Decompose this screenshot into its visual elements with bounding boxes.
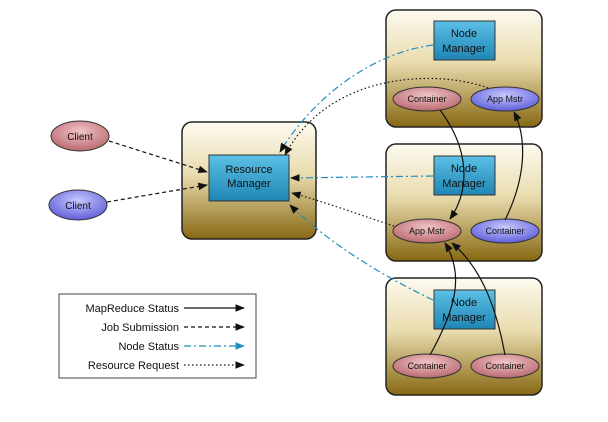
legend-label-resource-request: Resource Request xyxy=(88,360,179,372)
node-box-1: Node Manager Container App Mstr xyxy=(385,9,543,128)
mapreduce-status-arrow xyxy=(451,242,506,356)
node-3-right-ellipse-label: Container xyxy=(485,361,524,371)
container-ellipse xyxy=(392,353,462,379)
node-box-2: Node Manager App Mstr Container xyxy=(385,143,543,262)
resource-manager-node xyxy=(208,154,290,202)
node-manager-3-label-2: Manager xyxy=(442,312,486,324)
node-status-arrow xyxy=(290,174,434,182)
client-node xyxy=(50,120,110,152)
node-manager-1 xyxy=(433,20,496,61)
node-manager-2-label-2: Manager xyxy=(442,178,486,190)
legend-label-mapreduce-status: MapReduce Status xyxy=(85,303,179,315)
node-manager-1-label-1: Node xyxy=(451,28,477,40)
client-2-label: Client xyxy=(65,201,91,212)
node-1-left-ellipse-label: Container xyxy=(407,94,446,104)
node-manager-3 xyxy=(433,289,496,330)
node-manager-1-label-2: Manager xyxy=(442,43,486,55)
client-node xyxy=(48,189,108,221)
node-1-right-ellipse-label: App Mstr xyxy=(487,94,523,104)
container-ellipse xyxy=(392,86,462,112)
resource-request-arrow xyxy=(291,191,395,227)
app-master-ellipse xyxy=(470,86,540,112)
legend-label-node-status: Node Status xyxy=(118,341,179,353)
node-manager-3-label-1: Node xyxy=(451,297,477,309)
node-2-left-ellipse-label: App Mstr xyxy=(409,226,445,236)
node-box-3: Node Manager Container Container xyxy=(385,277,543,396)
app-master-ellipse xyxy=(392,218,462,244)
client-1-label: Client xyxy=(67,132,93,143)
node-2-right-ellipse-label: Container xyxy=(485,226,524,236)
node-3-left-ellipse-label: Container xyxy=(407,361,446,371)
resource-request-arrow xyxy=(284,77,489,156)
mapreduce-status-arrow xyxy=(439,109,465,220)
job-submission-arrow xyxy=(106,182,208,203)
legend-label-job-submission: Job Submission xyxy=(101,322,179,334)
resource-manager-label-2: Manager xyxy=(227,178,271,190)
resource-manager-label-1: Resource xyxy=(225,164,272,176)
mapreduce-status-arrow xyxy=(429,242,457,356)
node-status-arrow xyxy=(289,204,434,301)
mapreduce-status-arrow xyxy=(504,111,524,221)
job-submission-arrow xyxy=(108,140,208,174)
node-status-arrow xyxy=(279,44,434,153)
